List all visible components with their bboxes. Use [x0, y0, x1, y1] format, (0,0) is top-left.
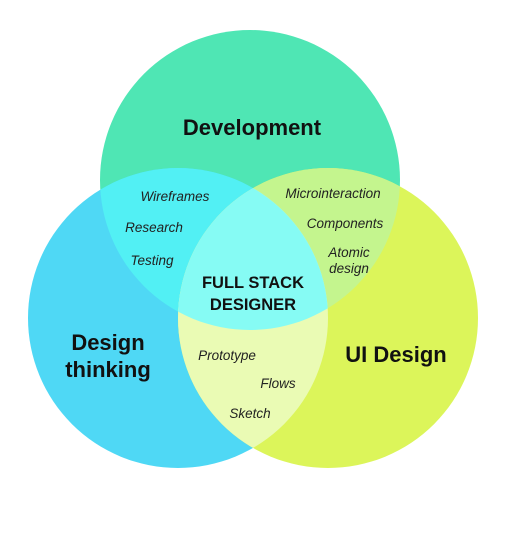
design-thinking-title-line-1: Design — [71, 330, 144, 355]
item-prototype: Prototype — [198, 348, 256, 363]
ui-design-title: UI Design — [345, 342, 446, 367]
design-thinking-title-line-2: thinking — [65, 357, 151, 382]
center-label-line-1: FULL STACK — [202, 274, 304, 292]
center-overlap — [178, 168, 328, 330]
item-testing: Testing — [130, 253, 174, 268]
item-atomic-design-line-1: Atomic — [327, 245, 370, 260]
development-title: Development — [183, 115, 322, 140]
item-atomic-design-line-2: design — [329, 261, 369, 276]
item-sketch: Sketch — [229, 406, 270, 421]
center-label-line-2: DESIGNER — [210, 296, 296, 314]
item-flows: Flows — [260, 376, 296, 391]
item-microinteraction: Microinteraction — [285, 186, 380, 201]
item-wireframes: Wireframes — [141, 189, 210, 204]
item-components: Components — [307, 216, 384, 231]
item-research: Research — [125, 220, 183, 235]
